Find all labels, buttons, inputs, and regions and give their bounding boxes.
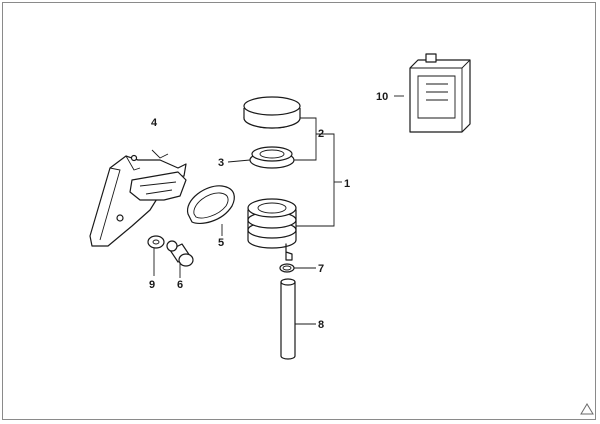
hose-part[interactable]: [280, 278, 296, 360]
diagram-frame: [2, 2, 596, 420]
callout-9: 9: [149, 279, 155, 291]
callout-6: 6: [177, 279, 183, 291]
bolt-part[interactable]: [166, 240, 194, 267]
callout-7: 7: [318, 263, 324, 275]
seal-ring-part[interactable]: [249, 146, 295, 169]
callout-1: 1: [344, 178, 350, 190]
callout-4: 4: [151, 117, 158, 129]
reservoir-body-part[interactable]: [247, 198, 297, 261]
callout-10: 10: [376, 91, 388, 103]
callout-5: 5: [218, 237, 224, 249]
triangle-icon[interactable]: [580, 403, 594, 415]
callout-3: 3: [218, 157, 224, 169]
gasket-part[interactable]: [187, 185, 235, 225]
reservoir-cap-part[interactable]: [243, 96, 301, 129]
callout-2: 2: [318, 128, 324, 140]
fluid-can-part[interactable]: [409, 53, 471, 133]
hose-clip-part[interactable]: [279, 263, 295, 273]
leader-lines: [153, 95, 404, 325]
bracket-part[interactable]: [89, 149, 187, 247]
washer-part[interactable]: [147, 235, 165, 249]
callout-8: 8: [318, 319, 324, 331]
